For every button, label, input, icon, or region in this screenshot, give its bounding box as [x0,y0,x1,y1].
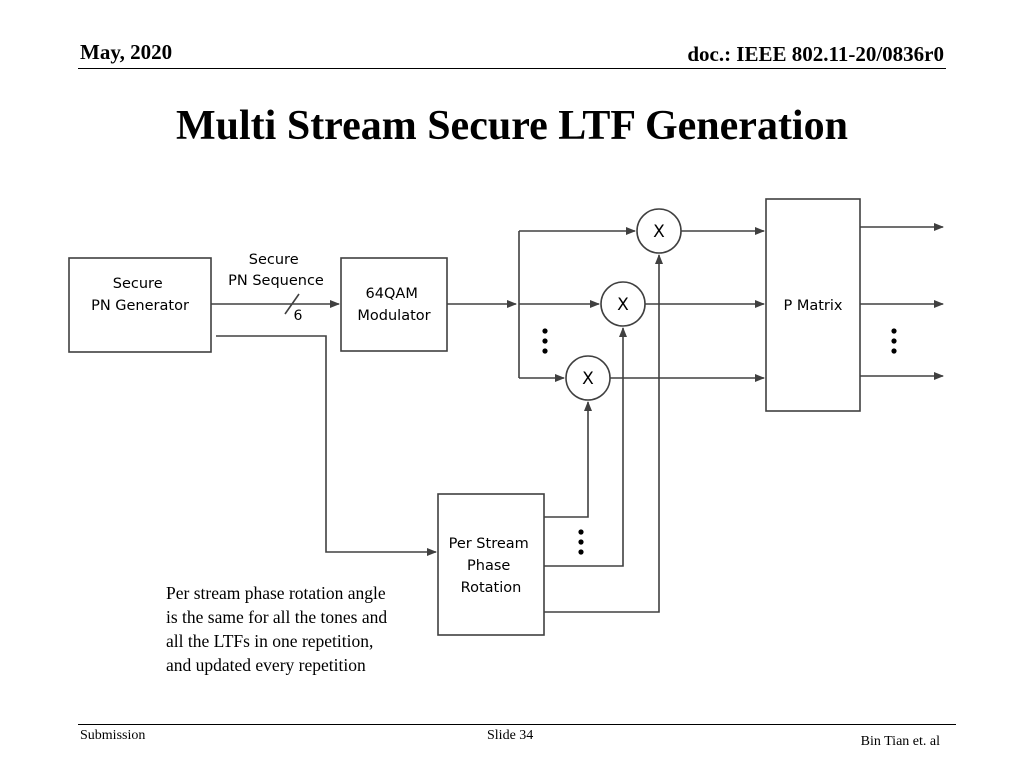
modulator-line-1: 64QAM [366,286,418,302]
p-matrix-label: P Matrix [783,298,842,314]
ellipsis-dots [542,328,897,555]
header-date: May, 2020 [80,40,173,64]
phase-rotation-box [437,493,545,636]
pn-generator-line-2: PN Generator [91,298,189,314]
pn-generator-label: Secure PN Generator [91,276,189,314]
multiplier-2-label: X [617,295,629,315]
pn-sequence-label: Secure PN Sequence [228,252,324,289]
phase-rotation-line-3: Rotation [461,580,522,596]
multiplier-1-label: X [653,222,665,242]
pn-sequence-line-2: PN Sequence [228,273,324,289]
bus-width-label: 6 [294,308,303,324]
modulator-box [340,257,448,352]
note-line-1: Per stream phase rotation angle [166,583,386,603]
modulator-line-2: Modulator [357,308,430,324]
pn-sequence-line-1: Secure [249,252,299,268]
pn-generator-line-1: Secure [113,276,163,292]
multiplier-3-label: X [582,369,594,389]
footer-slide-number: Slide 34 [487,728,534,743]
pn-to-rotation-arrow [216,335,437,556]
header-doc-id: doc.: IEEE 802.11-20/0836r0 [687,42,944,66]
rotation-to-mult-3 [544,401,592,518]
bus-slash [284,293,300,315]
phase-rotation-line-2: Phase [467,558,510,574]
footer-rule [78,724,956,725]
modulator-label: 64QAM Modulator [357,286,430,324]
note-line-4: and updated every repetition [166,655,366,675]
slide-title: Multi Stream Secure LTF Generation [176,103,848,149]
header-rule [78,68,946,69]
rotation-to-mult-1 [544,254,663,613]
footer-author: Bin Tian et. al [860,734,940,749]
rotation-to-mult-2 [544,327,627,567]
phase-rotation-note: Per stream phase rotation angle is the s… [166,581,436,677]
footer-submission: Submission [80,728,146,743]
note-line-2: is the same for all the tones and [166,607,388,627]
note-line-3: all the LTFs in one repetition, [166,631,374,651]
pn-generator-box [68,257,212,353]
phase-rotation-label: Per Stream Phase Rotation [449,536,534,596]
p-matrix-box [765,198,861,412]
phase-rotation-line-1: Per Stream [449,536,529,552]
